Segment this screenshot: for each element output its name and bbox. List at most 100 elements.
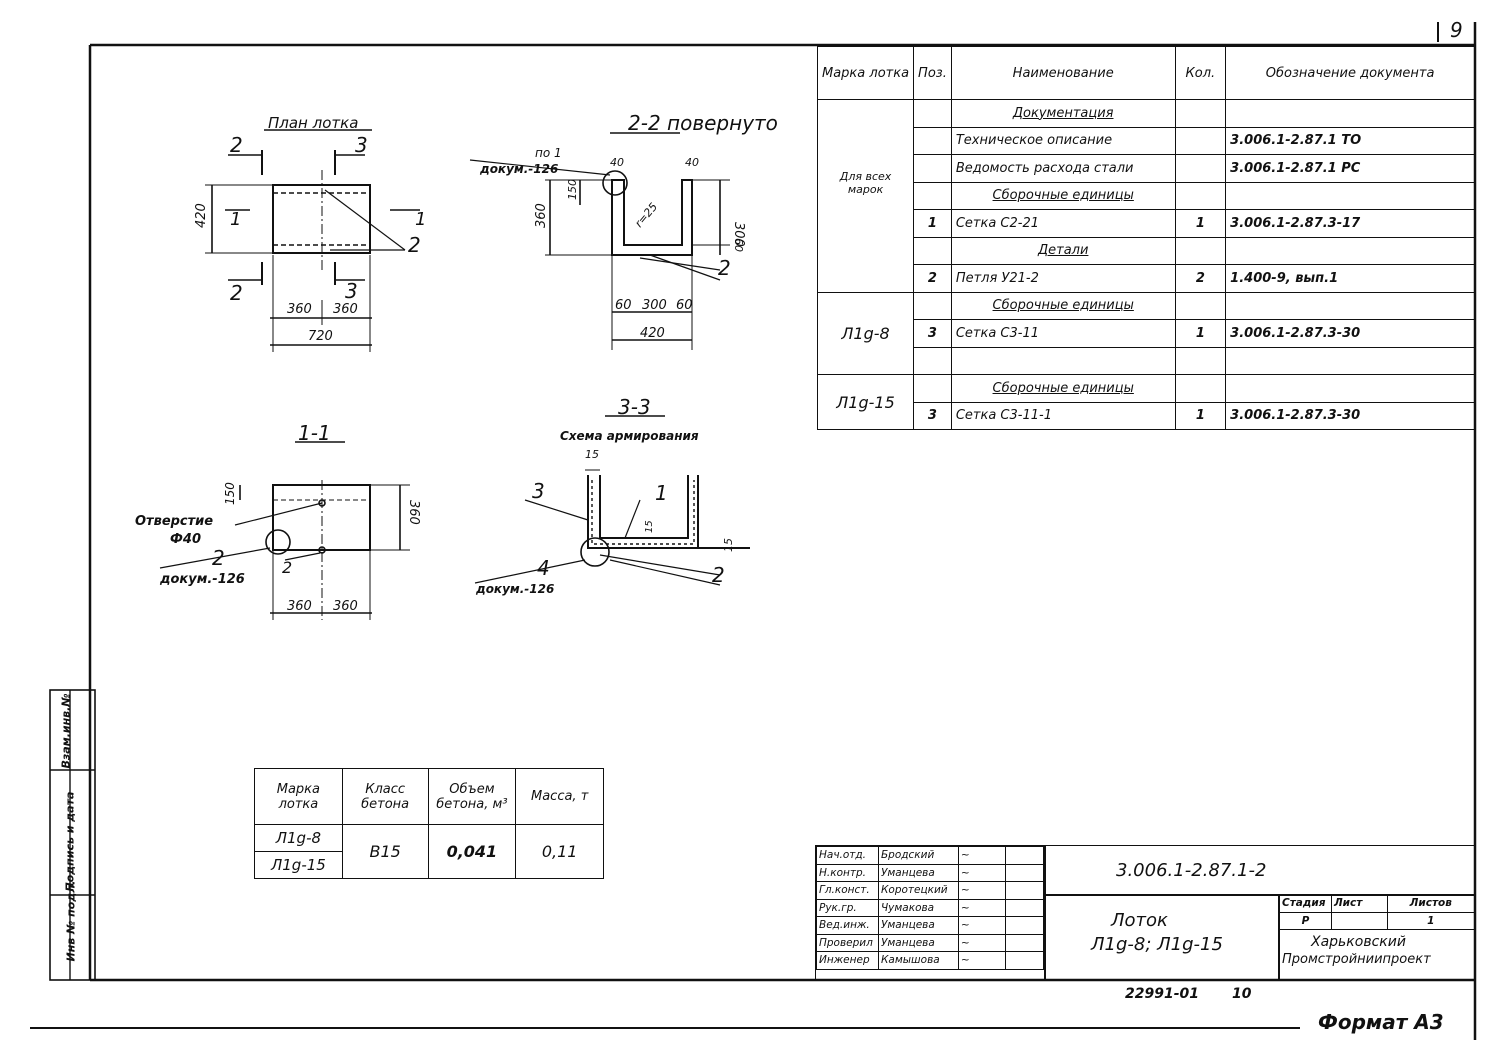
- spec-cell-qty: [1174, 374, 1227, 403]
- role-cell: Вед.инж.: [816, 916, 879, 935]
- spec-cell-doc: [1225, 236, 1475, 265]
- material-header-mark: Марка лотка: [254, 768, 343, 825]
- role-cell: Инженер: [816, 951, 879, 970]
- plan-dim-420: 420: [194, 203, 209, 228]
- name-cell: Уманцева: [877, 863, 959, 882]
- strip-sign: Подпись и дата: [63, 791, 77, 892]
- signature-cell: ~: [957, 951, 1007, 970]
- spec-cell-doc: 3.006.1-2.87.3-30: [1225, 319, 1475, 348]
- spec-cell-pos: [913, 236, 952, 265]
- spec-cell-qty: [1174, 126, 1227, 155]
- sec11-dim-360b: 360: [333, 599, 358, 614]
- spec-row: Ведомость расхода стали 3.006.1-2.87.1 Р…: [818, 154, 1475, 183]
- sec33-pos2: 2: [712, 563, 725, 587]
- archive-sheet: 10: [1232, 986, 1252, 1002]
- spec-group-15: Л1g-15: [816, 374, 915, 430]
- drawings: План лотка 2 3 2 3 1 1 2 420 360 360 720…: [135, 111, 778, 620]
- sec22-dim-150: 150: [566, 179, 579, 200]
- spec-cell-name: Сборочные единицы: [950, 291, 1176, 320]
- section22-drawing: [469, 132, 730, 350]
- material-class: В15: [341, 824, 429, 879]
- spec-cell-doc: 3.006.1-2.87.3-17: [1225, 209, 1475, 238]
- spec-cell-name: Документация: [950, 99, 1176, 128]
- spec-cell-pos: [913, 154, 952, 183]
- spec-cell-qty: [1174, 181, 1227, 210]
- spec-row: [818, 346, 1475, 375]
- sec11-dim-360a: 360: [287, 599, 312, 614]
- sec22-dim-60a: 60: [615, 298, 632, 313]
- spec-cell-pos: 1: [913, 209, 952, 238]
- sec22-title: 2-2 повернуто: [628, 111, 778, 135]
- date-cell: [1005, 933, 1044, 952]
- sec11-callout-b: 2: [282, 558, 292, 577]
- spec-cell-name: Сетка С3-11: [950, 319, 1176, 348]
- sec22-r25: r=25: [632, 200, 660, 230]
- material-mark-a: Л1g-8: [254, 824, 343, 852]
- spec-cell-qty: [1174, 236, 1227, 265]
- name-cell: Уманцева: [877, 916, 959, 935]
- date-cell: [1005, 846, 1044, 865]
- sec33-subtitle: Схема армирования: [560, 429, 699, 443]
- date-cell: [1005, 898, 1044, 917]
- sec11-dim-150: 150: [223, 482, 237, 505]
- spec-cell-doc: 3.006.1-2.87.1 ТО: [1225, 126, 1475, 155]
- name-cell: Коротецкий: [877, 881, 959, 900]
- sec22-dim-40a: 40: [610, 156, 624, 169]
- signature-cell: ~: [957, 916, 1007, 935]
- spec-row: 3 Сетка С3-11-1 1 3.006.1-2.87.3-30: [818, 401, 1475, 430]
- spec-row: Для всех марок Документация: [816, 99, 1475, 293]
- sec22-dim-40b: 40: [685, 156, 699, 169]
- signature-cell: ~: [957, 881, 1007, 900]
- plan-sec2-bottom: 2: [230, 281, 243, 305]
- strip-replace: Взам.инв.№: [59, 693, 73, 769]
- role-cell: Н.контр.: [816, 863, 879, 882]
- strip-inv: Инв № подл.: [64, 880, 78, 962]
- spec-cell-doc: [1225, 346, 1475, 375]
- sec22-callout: 2: [718, 256, 731, 280]
- spec-cell-qty: [1174, 99, 1227, 128]
- date-cell: [1005, 881, 1044, 900]
- sec11-dim-360v: 360: [406, 500, 421, 525]
- spec-cell-pos: [913, 374, 952, 403]
- spec-cell-pos: [913, 126, 952, 155]
- spec-cell-name: Сборочные единицы: [950, 374, 1176, 403]
- sec22-dim-420: 420: [640, 326, 665, 341]
- spec-row: 2 Петля У21-2 2 1.400-9, вып.1: [818, 264, 1475, 293]
- spec-cell-name: Петля У21-2: [950, 264, 1176, 293]
- spec-cell-qty: [1174, 291, 1227, 320]
- sec11-doc: докум.-126: [159, 572, 245, 587]
- role-cell: Гл.конст.: [816, 881, 879, 900]
- spec-cell-name: [950, 346, 1176, 375]
- spec-cell-qty: 1: [1174, 319, 1227, 348]
- designation: 3.006.1-2.87.1-2: [1116, 860, 1267, 881]
- sec33-title: 3-3: [618, 395, 651, 419]
- role-cell: Проверил: [816, 933, 879, 952]
- role-cell: Рук.гр.: [816, 898, 879, 917]
- plan-sec1-right: 1: [415, 209, 426, 230]
- material-mass: 0,11: [515, 824, 604, 879]
- stage-label: Стадия: [1279, 894, 1332, 913]
- section11-drawing: [159, 441, 410, 620]
- format-label: Формат А3: [1318, 1010, 1444, 1034]
- plan-callout: 2: [408, 233, 421, 257]
- sec11-dia: Ф40: [170, 532, 201, 547]
- name-cell: Чумакова: [877, 898, 959, 917]
- spec-row: Детали: [818, 236, 1475, 265]
- plan-title: План лотка: [268, 114, 358, 132]
- spec-cell-qty: 2: [1174, 264, 1227, 293]
- sec33-pos3: 3: [532, 479, 545, 503]
- material-volume: 0,041: [427, 824, 517, 879]
- sheets-label: Листов: [1386, 894, 1476, 913]
- archive-number: 22991-01: [1125, 986, 1199, 1002]
- spec-group-8: Л1g-8: [816, 291, 915, 375]
- sec22-dim-60v: 60: [732, 238, 745, 252]
- sec11-callout-a: 2: [212, 546, 225, 570]
- signature-cell: ~: [957, 863, 1007, 882]
- spec-cell-qty: 1: [1174, 209, 1227, 238]
- spec-cell-name: Сетка С2-21: [950, 209, 1176, 238]
- plan-sec3-bottom: 3: [345, 279, 358, 303]
- org-line1: Харьковский: [1311, 934, 1406, 950]
- material-header-volume: Объем бетона, м³: [427, 768, 517, 825]
- plan-dim-720: 720: [308, 329, 333, 344]
